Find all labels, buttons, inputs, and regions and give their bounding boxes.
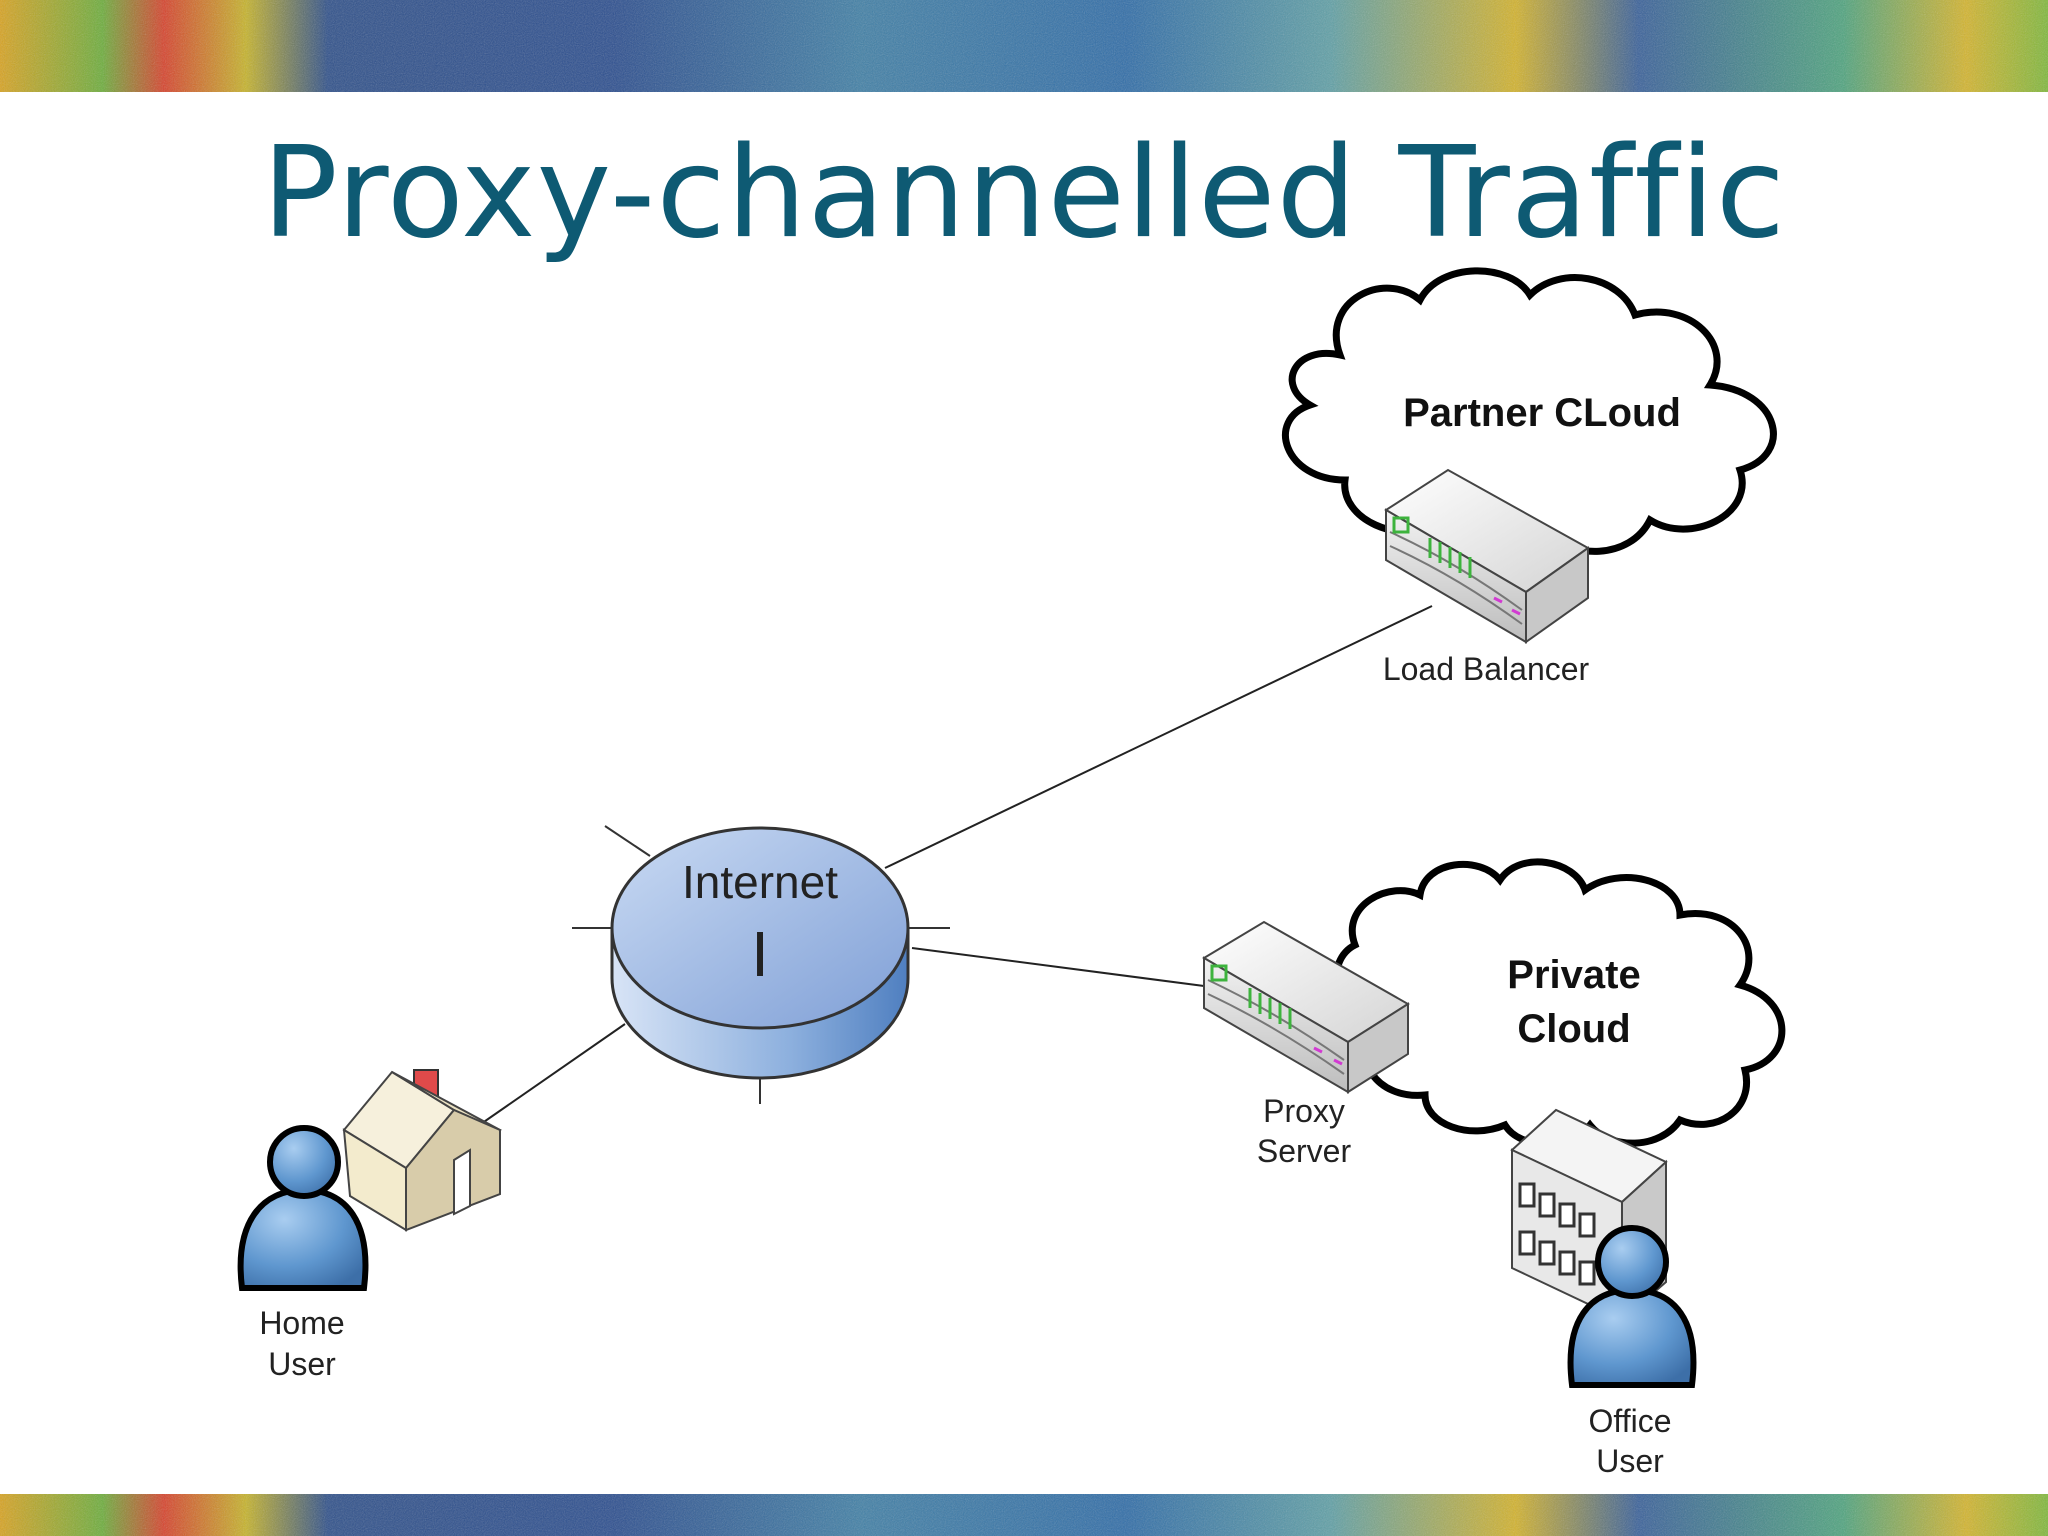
- office-building-icon: [1510, 1108, 1668, 1323]
- private-cloud-label-line1: Private: [1507, 953, 1640, 997]
- house-icon: [342, 1069, 502, 1232]
- cloud-icon: [1332, 858, 1786, 1148]
- cloud-icon: [1282, 267, 1777, 555]
- internet-cylinder-icon: [572, 825, 950, 1104]
- office-user-label-line1: Office: [1589, 1403, 1672, 1439]
- office-user-node: Office User: [1510, 1108, 1697, 1479]
- proxy-server-label-line2: Server: [1257, 1133, 1352, 1169]
- top-decorative-band: [0, 0, 2048, 92]
- proxy-server-label-line1: Proxy: [1263, 1093, 1345, 1129]
- internet-node: Internet I: [572, 825, 950, 1104]
- slide-title: Proxy-channelled Traffic: [261, 119, 1786, 266]
- load-balancer-label: Load Balancer: [1383, 651, 1590, 687]
- home-user-node: Home User: [237, 1069, 502, 1382]
- proxy-server-node: Proxy Server: [1202, 920, 1410, 1169]
- network-appliance-icon: [1202, 920, 1410, 1094]
- private-cloud-label-line2: Cloud: [1517, 1007, 1630, 1051]
- connection-lines: [477, 605, 1433, 1127]
- link-internet-proxy-server: [911, 947, 1205, 987]
- internet-symbol: I: [751, 918, 769, 990]
- person-icon: [1567, 1225, 1697, 1388]
- link-internet-load-balancer: [884, 605, 1433, 869]
- private-cloud: Private Cloud: [1332, 858, 1786, 1148]
- office-user-label-line2: User: [1596, 1443, 1664, 1479]
- person-icon: [237, 1125, 369, 1291]
- home-user-label-line2: User: [268, 1346, 336, 1382]
- partner-cloud: Partner CLoud: [1282, 267, 1777, 555]
- partner-cloud-label: Partner CLoud: [1403, 391, 1681, 435]
- bottom-decorative-band: [0, 1494, 2048, 1536]
- network-appliance-icon: [1384, 468, 1590, 644]
- internet-label: Internet: [682, 856, 838, 908]
- load-balancer-node: Load Balancer: [1383, 468, 1590, 687]
- home-user-label-line1: Home: [259, 1305, 344, 1341]
- link-internet-home-user: [477, 1023, 626, 1127]
